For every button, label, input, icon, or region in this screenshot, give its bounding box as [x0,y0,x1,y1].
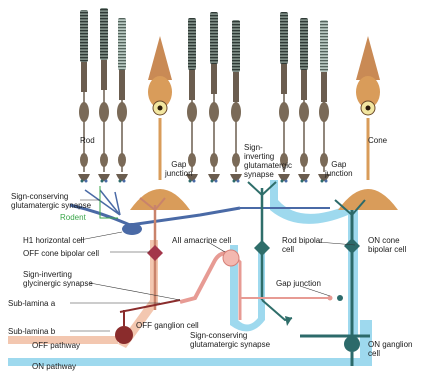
cone-photoreceptors [130,36,398,210]
label-on-pathway: ON pathway [32,362,76,371]
label-glycinergic-synapse: Sign-inverting glycinergic synapse [23,270,93,288]
label-off-ganglion-cell: OFF ganglion cell [136,321,199,330]
rod-cell [208,12,220,183]
label-sign-inverting-synapse: Sign- inverting glutamatergic synapse [244,143,292,179]
label-aii-amacrine-cell: AII amacrine cell [172,236,231,245]
label-rod: Rod [80,136,95,145]
cone-cell [338,36,398,210]
label-on-cone-bipolar-cell: ON cone bipolar cell [368,236,406,254]
label-gap-junction-right: Gap junction [325,160,353,178]
label-rod-bipolar-cell: Rod bipolar cell [282,236,323,254]
rod-cell [298,18,310,183]
label-gap-junction-lower: Gap junction [276,279,321,288]
label-h1-horizontal-cell: H1 horizontal cell [23,236,84,245]
cone-cell [130,36,190,210]
label-cone: Cone [368,136,387,145]
rod-cell [230,20,242,183]
label-rodent: Rodent [60,213,86,222]
label-sub-lamina-a: Sub-lamina a [8,299,55,308]
rod-cell [98,8,110,183]
rod-cell [116,18,128,183]
rod-photoreceptors [78,8,330,183]
rod-cell [78,10,90,183]
label-gap-junction-left: Gap junction [165,160,193,178]
rod-cell [318,20,330,183]
label-off-pathway: OFF pathway [32,341,80,350]
rod-cell [186,18,198,183]
label-sign-conserving-lower: Sign-conserving glutamatergic synapse [190,331,270,349]
label-sign-conserving-synapse: Sign-conserving glutamatergic synapse [11,192,91,210]
label-sub-lamina-b: Sub-lamina b [8,327,55,336]
label-off-cone-bipolar-cell: OFF cone bipolar cell [23,249,99,258]
label-on-ganglion-cell: ON ganglion cell [368,340,412,358]
